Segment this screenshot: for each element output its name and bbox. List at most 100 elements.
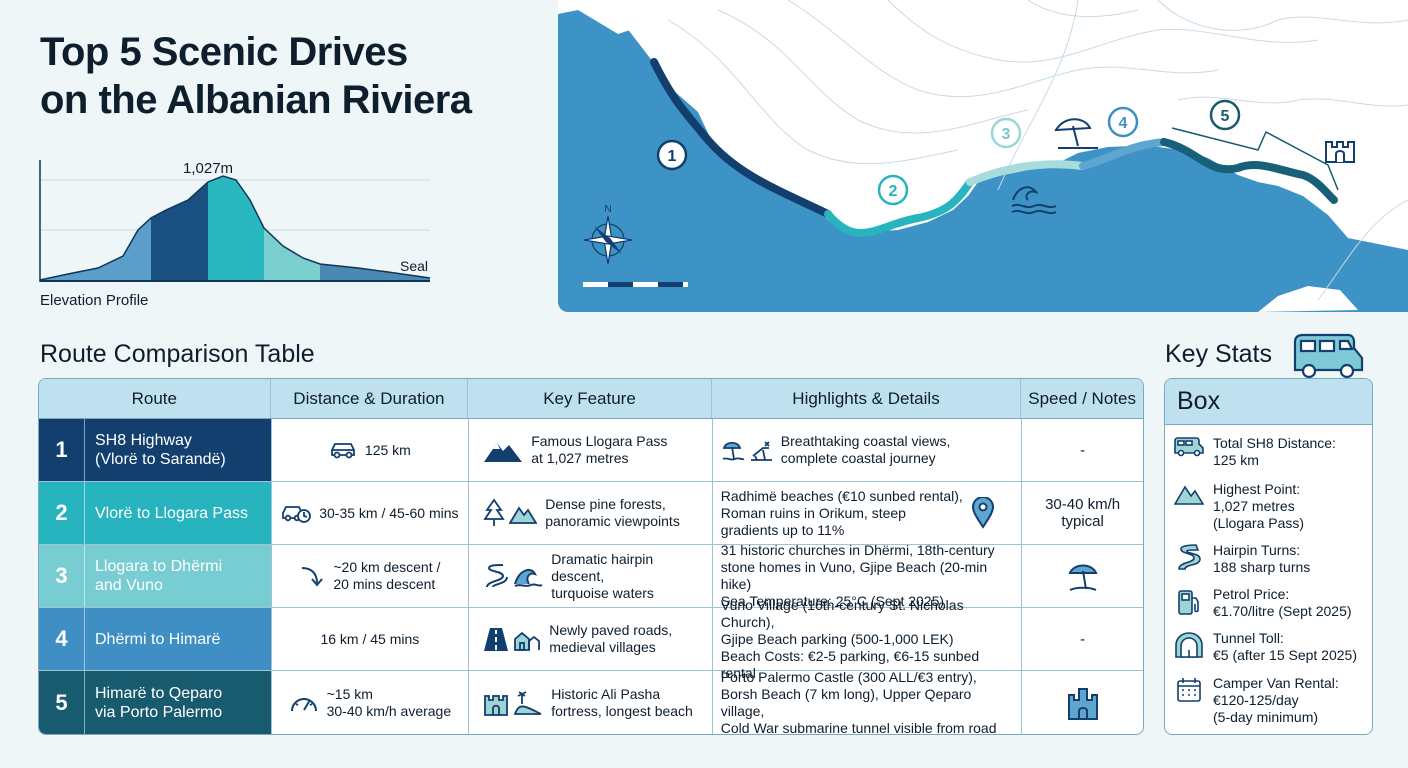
svg-text:2: 2	[889, 183, 898, 200]
feature-cell: Famous Llogara Pass at 1,027 metres	[468, 419, 712, 481]
speed-text: 30-40 km/h typical	[1045, 496, 1121, 530]
feature-text: Dramatic hairpin descent, turquoise wate…	[551, 550, 654, 601]
header-route: Route	[39, 379, 271, 418]
stat-item: Tunnel Toll: €5 (after 15 Sept 2025)	[1173, 630, 1368, 664]
elevation-caption: Elevation Profile	[40, 292, 149, 309]
stat-value: 125 km	[1213, 452, 1259, 468]
speed-text: -	[1080, 630, 1086, 648]
stat-value: €5 (after 15 Sept 2025)	[1213, 647, 1357, 663]
castle-icon	[1065, 685, 1101, 721]
route-number: 4	[39, 608, 85, 670]
highlights-cell: Vuno Village (16th-century St. Nicholas …	[711, 597, 1021, 681]
car-icon	[329, 440, 357, 460]
map-marker-3[interactable]: 3	[990, 117, 1022, 149]
table-row[interactable]: 2 Vlorë to Llogara Pass 30-35 km / 45-60…	[39, 482, 1143, 545]
highlights-cell: 31 historic churches in Dhërmi, 18th-cen…	[711, 542, 1021, 609]
route-line-4	[1079, 138, 1168, 170]
castle-icon	[1325, 141, 1355, 163]
distance-text: 125 km	[364, 441, 411, 458]
svg-text:1: 1	[668, 148, 677, 165]
elevation-segment-4	[264, 228, 320, 280]
route-cell: 1 SH8 Highway (Vlorë to Sarandë)	[39, 419, 271, 481]
hairpin-road-icon	[1173, 542, 1205, 576]
svg-text:5: 5	[1221, 108, 1230, 125]
route-cell: 2 Vlorë to Llogara Pass	[39, 482, 271, 544]
stat-label: Tunnel Toll:	[1213, 630, 1284, 646]
svg-text:3: 3	[1002, 126, 1011, 143]
feature-cell: Newly paved roads, medieval villages	[468, 608, 712, 670]
route-name: Llogara to Dhërmi and Vuno	[95, 558, 223, 594]
key-stats-box: Box Total SH8 Distance: 125 km Highest P…	[1164, 378, 1373, 735]
speed-cell	[1021, 671, 1143, 734]
highlights-text: 31 historic churches in Dhërmi, 18th-cen…	[720, 542, 995, 609]
tunnel-icon	[1173, 630, 1205, 664]
paved-road-icon	[484, 628, 509, 651]
speed-cell: -	[1021, 419, 1143, 481]
beach-icon	[513, 690, 542, 715]
distance-text: ~15 km 30-40 km/h average	[326, 685, 452, 719]
stat-item: Camper Van Rental: €120-125/day (5-day m…	[1173, 675, 1368, 726]
stat-value: €1.70/litre (Sept 2025)	[1213, 603, 1352, 619]
camper-van-icon	[1292, 332, 1366, 385]
beach-chair-icon	[750, 441, 772, 461]
feature-cell: Dramatic hairpin descent, turquoise wate…	[468, 545, 712, 607]
hairpin-road-icon	[486, 564, 509, 588]
distance-text: 30-35 km / 45-60 mins	[319, 504, 459, 521]
distance-cell: ~15 km 30-40 km/h average	[270, 671, 469, 734]
header-speed: Speed / Notes	[1028, 388, 1136, 408]
route-line-5	[1160, 138, 1338, 204]
elevation-segment-3	[208, 176, 264, 280]
distance-cell: 125 km	[270, 419, 469, 481]
speed-cell: -	[1021, 608, 1143, 670]
beach-umbrella-icon	[1054, 118, 1098, 149]
table-row[interactable]: 1 SH8 Highway (Vlorë to Sarandë) 125 km …	[39, 419, 1143, 482]
header-highlights: Highlights & Details	[712, 379, 1022, 418]
wave-icon	[1011, 186, 1057, 215]
highlights-text: Breathtaking coastal views, complete coa…	[780, 433, 951, 466]
feature-text: Dense pine forests, panoramic viewpoints	[545, 496, 680, 529]
stat-label: Petrol Price:	[1213, 586, 1290, 602]
map-marker-5[interactable]: 5	[1209, 99, 1241, 131]
route-line-1	[650, 58, 832, 218]
highlights-text: Vuno Village (16th-century St. Nicholas …	[720, 596, 980, 681]
route-number: 5	[39, 671, 85, 734]
key-stats-box-header: Box	[1165, 379, 1372, 425]
village-icon	[514, 631, 541, 651]
map-marker-4[interactable]: 4	[1107, 106, 1139, 138]
route-number: 1	[39, 419, 85, 481]
table-row[interactable]: 3 Llogara to Dhërmi and Vuno ~20 km desc…	[39, 542, 1143, 609]
stat-item: Hairpin Turns: 188 sharp turns	[1173, 542, 1368, 576]
highlights-text: Radhimë beaches (€10 sunbed rental), Rom…	[720, 487, 963, 538]
route-name: Vlorë to Llogara Pass	[95, 504, 248, 522]
speedometer-icon	[289, 691, 319, 715]
beach-umbrella-icon	[722, 441, 745, 461]
feature-cell: Historic Ali Pasha fortress, longest bea…	[468, 671, 712, 734]
stat-item: Petrol Price: €1.70/litre (Sept 2025)	[1173, 586, 1368, 620]
map-scale-bar	[583, 282, 688, 287]
distance-cell: 16 km / 45 mins	[270, 608, 469, 670]
feature-text: Historic Ali Pasha fortress, longest bea…	[551, 685, 693, 719]
elevation-segment-5	[320, 264, 430, 280]
svg-text:4: 4	[1119, 115, 1128, 132]
table-row[interactable]: 5 Himarë to Qeparo via Porto Palermo ~15…	[39, 669, 1143, 734]
route-number: 3	[39, 545, 85, 607]
table-row[interactable]: 4 Dhërmi to Himarë 16 km / 45 mins Newly…	[39, 597, 1143, 681]
mountain-icon	[509, 506, 538, 524]
table-header: Route Distance & Duration Key Feature Hi…	[39, 379, 1143, 419]
map-marker-2[interactable]: 2	[877, 174, 909, 206]
key-stats-title: Key Stats	[1165, 340, 1272, 368]
stat-item: Highest Point: 1,027 metres (Llogara Pas…	[1173, 481, 1368, 532]
feature-text: Newly paved roads, medieval villages	[549, 622, 673, 655]
highlights-cell: Radhimë beaches (€10 sunbed rental), Rom…	[711, 482, 1021, 544]
camper-van-icon	[1173, 435, 1205, 469]
distance-text: 16 km / 45 mins	[320, 630, 420, 647]
map-marker-1[interactable]: 1	[656, 139, 688, 171]
stat-label: Camper Van Rental:	[1213, 675, 1339, 691]
location-pin-icon	[971, 497, 995, 529]
speed-cell	[1021, 545, 1143, 607]
route-name: Himarë to Qeparo via Porto Palermo	[95, 684, 223, 721]
route-cell: 5 Himarë to Qeparo via Porto Palermo	[39, 671, 271, 734]
highlights-cell: Porto Palermo Castle (300 ALL/€3 entry),…	[711, 669, 1021, 734]
elevation-segment-2	[151, 182, 208, 280]
calendar-icon	[1173, 675, 1205, 726]
